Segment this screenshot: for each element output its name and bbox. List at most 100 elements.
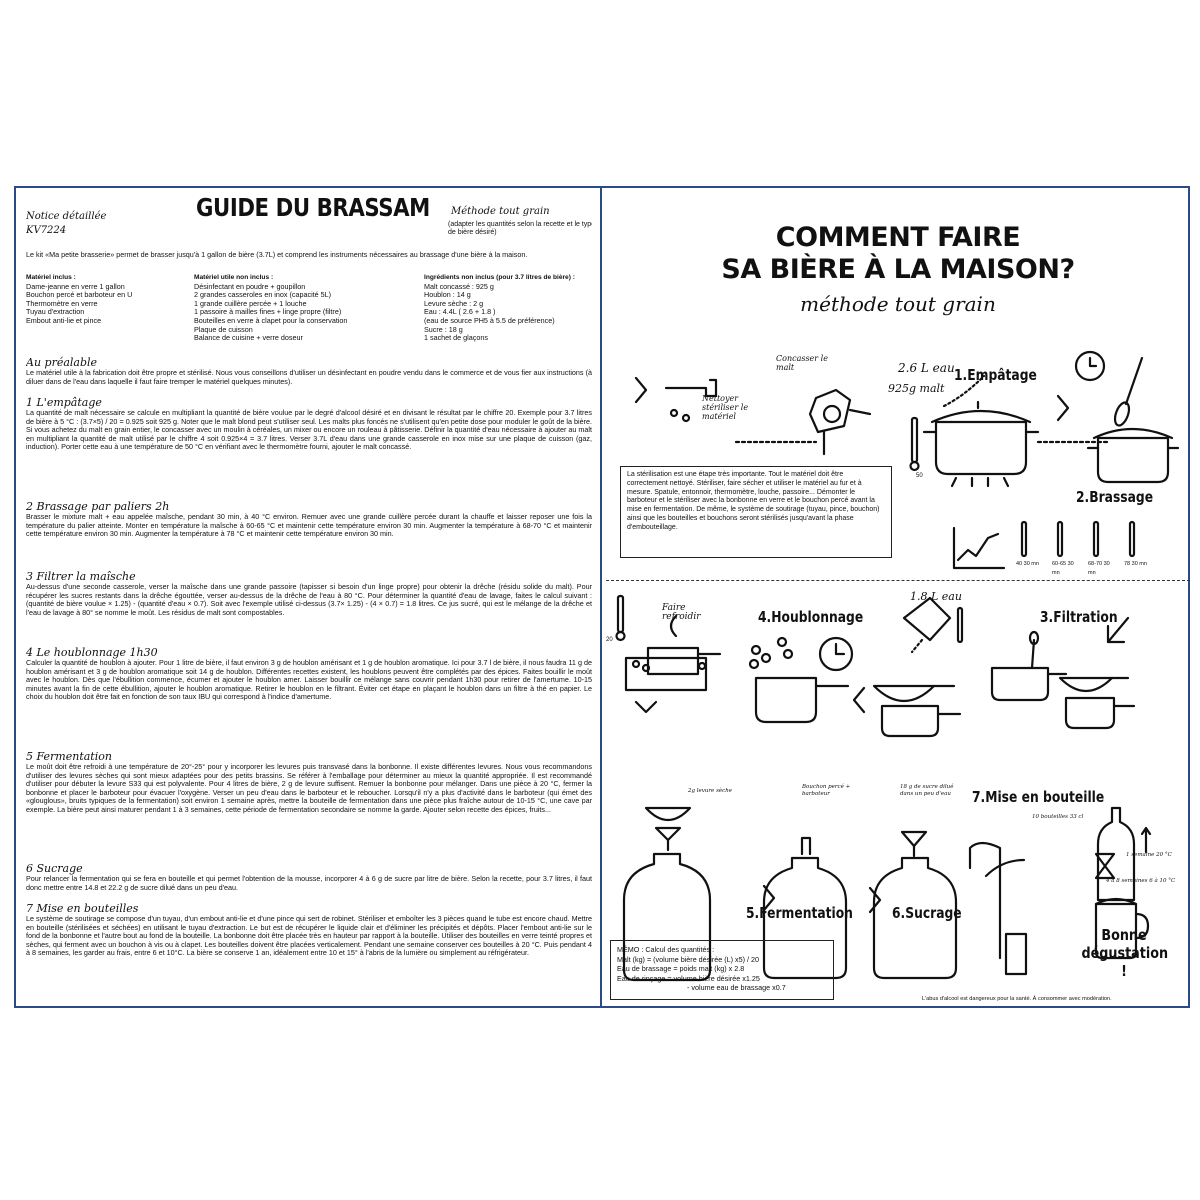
section-title: 7 Mise en bouteilles	[26, 902, 139, 915]
dashed-separator	[606, 580, 1190, 582]
step-brassage: 2.Brassage	[1076, 488, 1154, 506]
method-note: (adapter les quantités selon la recette …	[448, 221, 592, 236]
water-drop-icon	[681, 413, 691, 423]
ingredients-list: Ingrédients non inclus (pour 3.7 litres …	[424, 274, 575, 343]
sieve-pot-icon	[872, 684, 962, 738]
chevron-right-icon	[634, 376, 648, 404]
list-item: Malt concassé : 925 g	[424, 281, 494, 291]
label-sucre: 18 g de sucre dilué dans un peu d'eau	[900, 784, 954, 797]
list-item: Levure sèche : 2 g	[424, 298, 484, 308]
section-mise-en-bouteilles: 7 Mise en bouteilles Le système de souti…	[26, 902, 592, 958]
step-filtration: 3.Filtration	[1040, 608, 1118, 626]
label-temp50: 50	[916, 473, 923, 479]
label-eau2: 1.8 L eau	[910, 590, 962, 603]
spoon-icon	[1113, 356, 1144, 427]
funnel-icon	[644, 806, 692, 852]
section-text: Pour relancer la fermentation qui se fer…	[26, 874, 592, 892]
cooking-pot-icon	[922, 400, 1040, 488]
list-item: Eau : 4.4L ( 2.6 + 1.8 )	[424, 307, 496, 317]
label-bouchon: Bouchon percé + barboteur	[802, 784, 851, 797]
section-text: Au-dessus d'une seconde casserole, verse…	[26, 582, 592, 617]
memo-line: Eau de brassage = poids malt (kg) x 2.8	[617, 964, 745, 973]
health-warning: L'abus d'alcool est dangereux pour la sa…	[922, 996, 1112, 1002]
sterilisation-note: La stérilisation est une étape très impo…	[620, 466, 892, 558]
brewing-illustrations	[615, 350, 1180, 982]
right-page: COMMENT FAIRE SA BIÈRE À LA MAISON? méth…	[606, 188, 1190, 1006]
grinder-icon	[808, 388, 872, 456]
section-title: 4 Le houblonnage 1h30	[26, 646, 158, 659]
label-semaine: 1 semaine 20 °C	[1126, 852, 1172, 858]
section-sucrage: 6 Sucrage Pour relancer la fermentation …	[26, 862, 592, 892]
included-heading: Matériel inclus :	[26, 274, 76, 281]
chevron-left-icon	[852, 686, 866, 714]
step-mise-en-bouteille: 7.Mise en bouteille	[972, 788, 1105, 806]
thermometer-icon	[615, 594, 626, 642]
kettle-pour-icon	[902, 596, 952, 654]
list-item: Dame-jeanne en verre 1 gallon	[26, 281, 125, 291]
memo-line: Eau de rinçage = volume bière désirée x1…	[617, 973, 760, 983]
ingredients-heading: Ingrédients non inclus (pour 3.7 litres …	[424, 274, 575, 281]
section-text: Le moût doit être refroidi à une tempéra…	[26, 762, 592, 814]
siphon-bottle-icon	[968, 841, 1028, 976]
section-title: 3 Filtrer la maîsche	[26, 570, 136, 583]
arrow-down-left-icon	[1106, 616, 1130, 644]
label-concasser: Concasser le malt	[776, 354, 828, 372]
non-included-heading: Matériel utile non inclus :	[194, 274, 274, 281]
list-item: (eau de source PH5 à 5.5 de préférence)	[424, 315, 555, 325]
list-item: Thermomètre en verre	[26, 298, 98, 308]
label-eau1: 2.6 L eau	[898, 361, 955, 375]
right-title-line2: SA BIÈRE À LA MAISON?	[721, 254, 1075, 285]
temperature-chart-icon	[952, 526, 1006, 570]
method-label: Méthode tout grain	[451, 206, 550, 217]
label-temps60: 60-65 30 mn	[1052, 561, 1074, 576]
beer-bottle-icon	[1096, 806, 1152, 902]
notice-text: Notice détaillée	[26, 211, 107, 222]
section-empatage: 1 L'empâtage La quantité de malt nécessa…	[26, 396, 592, 452]
hops-icon	[748, 636, 794, 670]
list-item: Balance de cuisine + verre doseur	[194, 333, 303, 343]
reference-code: KV7224	[26, 225, 67, 236]
intro-text: Le kit «Ma petite brasserie» permet de b…	[26, 250, 528, 259]
section-houblonnage: 4 Le houblonnage 1h30 Calculer la quanti…	[26, 646, 592, 702]
section-filtrer: 3 Filtrer la maîsche Au-dessus d'une sec…	[26, 570, 592, 617]
label-malt: 925g malt	[888, 382, 945, 395]
section-title: 1 L'empâtage	[26, 396, 102, 409]
brewing-pot-icon	[1086, 427, 1180, 484]
thermometer-icon	[956, 606, 964, 644]
label-nettoyer: Nettoyer stériliser le matériel	[702, 394, 749, 421]
section-text: Brasser le mixture malt + eau appelée ma…	[26, 512, 592, 539]
section-text: Le système de soutirage se compose d'un …	[26, 914, 592, 958]
label-temp20: 20	[606, 637, 613, 643]
list-item: 2 grandes casseroles en inox (capacité 5…	[194, 290, 332, 300]
ice-bath-pot-icon	[624, 646, 722, 692]
right-title-line1: COMMENT FAIRE	[775, 222, 1021, 253]
beer-mug-icon	[1094, 897, 1150, 960]
section-fermentation: 5 Fermentation Le moût doit être refroid…	[26, 750, 592, 815]
clock-icon	[818, 636, 854, 672]
thermometer-icon	[1020, 520, 1136, 558]
list-item: Plaque de cuisson	[194, 324, 253, 334]
carboy-icon	[622, 852, 712, 982]
bonne-degustation: Bonne dégustation !	[1082, 926, 1169, 980]
sieve-pot-icon	[1058, 676, 1136, 730]
left-page: Notice détaillée KV7224 GUIDE DU BRASSAM…	[26, 196, 592, 1002]
memo-title: MÉMO : Calcul des quantités :	[617, 945, 715, 954]
section-title: 5 Fermentation	[26, 750, 112, 763]
steam-icon	[669, 614, 678, 638]
label-temps68: 68-70 30 mn	[1088, 561, 1110, 576]
label-temps78: 78 30 mn	[1124, 561, 1147, 567]
step-houblonnage: 4.Houblonnage	[758, 608, 864, 626]
list-item: Désinfectant en poudre + goupillon	[194, 281, 306, 291]
memo-box: MÉMO : Calcul des quantités : Malt (kg) …	[610, 940, 834, 1000]
water-drop-icon	[669, 408, 679, 418]
list-item: Tuyau d'extraction	[26, 307, 85, 317]
list-item: Houblon : 14 g	[424, 290, 471, 300]
hourglass-icon	[1094, 852, 1116, 880]
funnel-icon	[900, 830, 928, 858]
section-title: 6 Sucrage	[26, 862, 83, 875]
memo-line: Malt (kg) = (volume bière désirée (L) x5…	[617, 954, 760, 964]
section-title: Au préalable	[26, 356, 98, 369]
instruction-sheet: Notice détaillée KV7224 GUIDE DU BRASSAM…	[14, 186, 1190, 1008]
carboy-airlock-icon	[762, 836, 848, 980]
carboy-icon	[872, 856, 958, 980]
